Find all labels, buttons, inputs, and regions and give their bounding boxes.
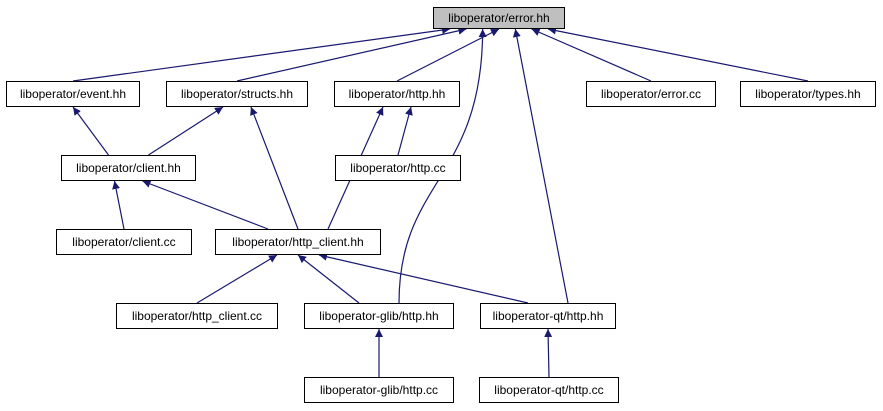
edge-http_cc-to-http_hh bbox=[397, 106, 413, 156]
edge-error_cc-to-error_hh bbox=[531, 28, 652, 82]
edge-glib_http_hh-to-http_client_hh bbox=[297, 254, 360, 304]
node-client-hh[interactable]: liboperator/client.hh bbox=[61, 155, 196, 181]
node-error-hh: liboperator/error.hh bbox=[433, 7, 565, 29]
edge-qt_http_hh-to-http_client_hh bbox=[318, 252, 529, 304]
node-event-hh[interactable]: liboperator/event.hh bbox=[6, 81, 140, 107]
edge-structs_hh-to-error_hh bbox=[236, 26, 467, 82]
node-http-cc[interactable]: liboperator/http.cc bbox=[335, 155, 461, 181]
edge-http_client_cc-to-http_client_hh bbox=[196, 254, 278, 304]
node-qt-http-hh[interactable]: liboperator-qt/http.hh bbox=[480, 303, 616, 329]
node-http-client-hh[interactable]: liboperator/http_client.hh bbox=[215, 229, 381, 255]
node-http-hh[interactable]: liboperator/http.hh bbox=[334, 81, 460, 107]
edge-client_hh-to-structs_hh bbox=[148, 106, 224, 156]
node-structs-hh[interactable]: liboperator/structs.hh bbox=[166, 81, 308, 107]
edge-http_client_hh-to-client_hh bbox=[142, 180, 269, 230]
edge-http_client_hh-to-structs_hh bbox=[250, 106, 299, 230]
node-glib-http-hh[interactable]: liboperator-glib/http.hh bbox=[304, 303, 454, 329]
node-qt-http-cc[interactable]: liboperator-qt/http.cc bbox=[479, 377, 619, 403]
node-http-client-cc[interactable]: liboperator/http_client.cc bbox=[116, 303, 278, 329]
edge-client_hh-to-event_hh bbox=[72, 106, 109, 156]
node-glib-http-cc[interactable]: liboperator-glib/http.cc bbox=[304, 377, 454, 403]
edge-qt_http_hh-to-error_hh bbox=[512, 28, 569, 304]
node-types-hh[interactable]: liboperator/types.hh bbox=[740, 81, 876, 107]
node-client-cc[interactable]: liboperator/client.cc bbox=[56, 229, 192, 255]
edge-qt_http_cc-to-qt_http_hh bbox=[544, 328, 553, 378]
edge-event_hh-to-error_hh bbox=[72, 26, 451, 82]
node-error-cc[interactable]: liboperator/error.cc bbox=[586, 81, 716, 107]
edge-types_hh-to-error_hh bbox=[547, 26, 809, 82]
edge-client_cc-to-client_hh bbox=[112, 180, 125, 230]
edge-http_hh-to-error_hh bbox=[396, 28, 500, 82]
